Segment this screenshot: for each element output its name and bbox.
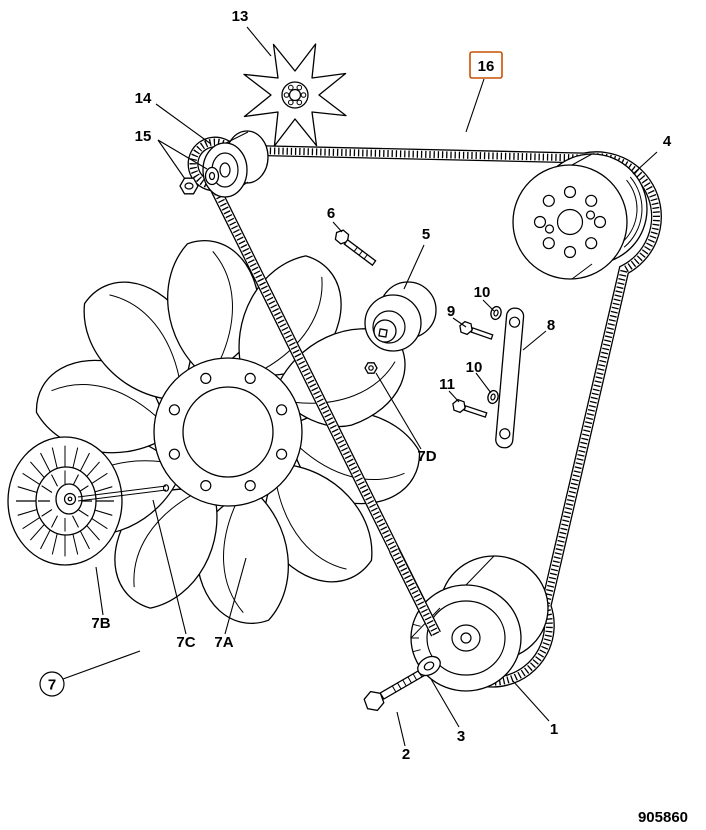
bracket-bolt-upper	[459, 320, 494, 340]
tensioner	[364, 281, 437, 352]
callout-3[interactable]: 3	[457, 728, 465, 745]
clutch-stud	[77, 484, 170, 502]
crankshaft-pulley	[410, 555, 549, 692]
pulley-nut	[179, 177, 199, 195]
callout-7[interactable]: 7	[48, 677, 56, 694]
figure-ref-number: 905860	[638, 809, 688, 826]
leader-lines	[62, 26, 658, 747]
callout-6[interactable]: 6	[327, 205, 335, 222]
viscous-clutch	[7, 436, 123, 566]
bracket-washer-lower	[487, 389, 499, 405]
callout-10-upper[interactable]: 10	[474, 284, 491, 301]
small-nut	[364, 362, 378, 374]
callout-5[interactable]: 5	[422, 226, 430, 243]
callout-1[interactable]: 1	[550, 721, 558, 738]
callout-15[interactable]: 15	[135, 128, 152, 145]
callout-2[interactable]: 2	[402, 746, 410, 763]
callout-7b[interactable]: 7B	[91, 615, 110, 632]
callout-11[interactable]: 11	[439, 376, 455, 393]
callout-14[interactable]: 14	[135, 90, 152, 107]
idler-pulley	[202, 130, 269, 198]
fan-pulley	[512, 153, 648, 280]
fan-impeller	[243, 43, 347, 147]
mounting-bracket	[495, 307, 525, 449]
callout-13[interactable]: 13	[232, 8, 249, 25]
callout-9[interactable]: 9	[447, 303, 455, 320]
callout-10-lower[interactable]: 10	[466, 359, 483, 376]
callouts: 13 14 15 16 4 5 6 9 10 8 10 11 7D 7B 7C …	[39, 8, 672, 763]
tensioner-bolt	[334, 229, 377, 267]
callout-7-circle	[39, 671, 65, 697]
callout-16-highlight-box	[469, 51, 503, 79]
crank-washer	[417, 655, 441, 677]
pulley-washer	[204, 166, 220, 186]
fan-hub	[153, 357, 303, 507]
callout-4[interactable]: 4	[663, 133, 672, 150]
callout-8[interactable]: 8	[547, 317, 555, 334]
bracket-bolt-lower	[452, 398, 488, 418]
callout-7c[interactable]: 7C	[176, 634, 195, 651]
callout-7d[interactable]: 7D	[417, 448, 436, 465]
callout-16[interactable]: 16	[478, 58, 495, 75]
callout-7a[interactable]: 7A	[214, 634, 233, 651]
